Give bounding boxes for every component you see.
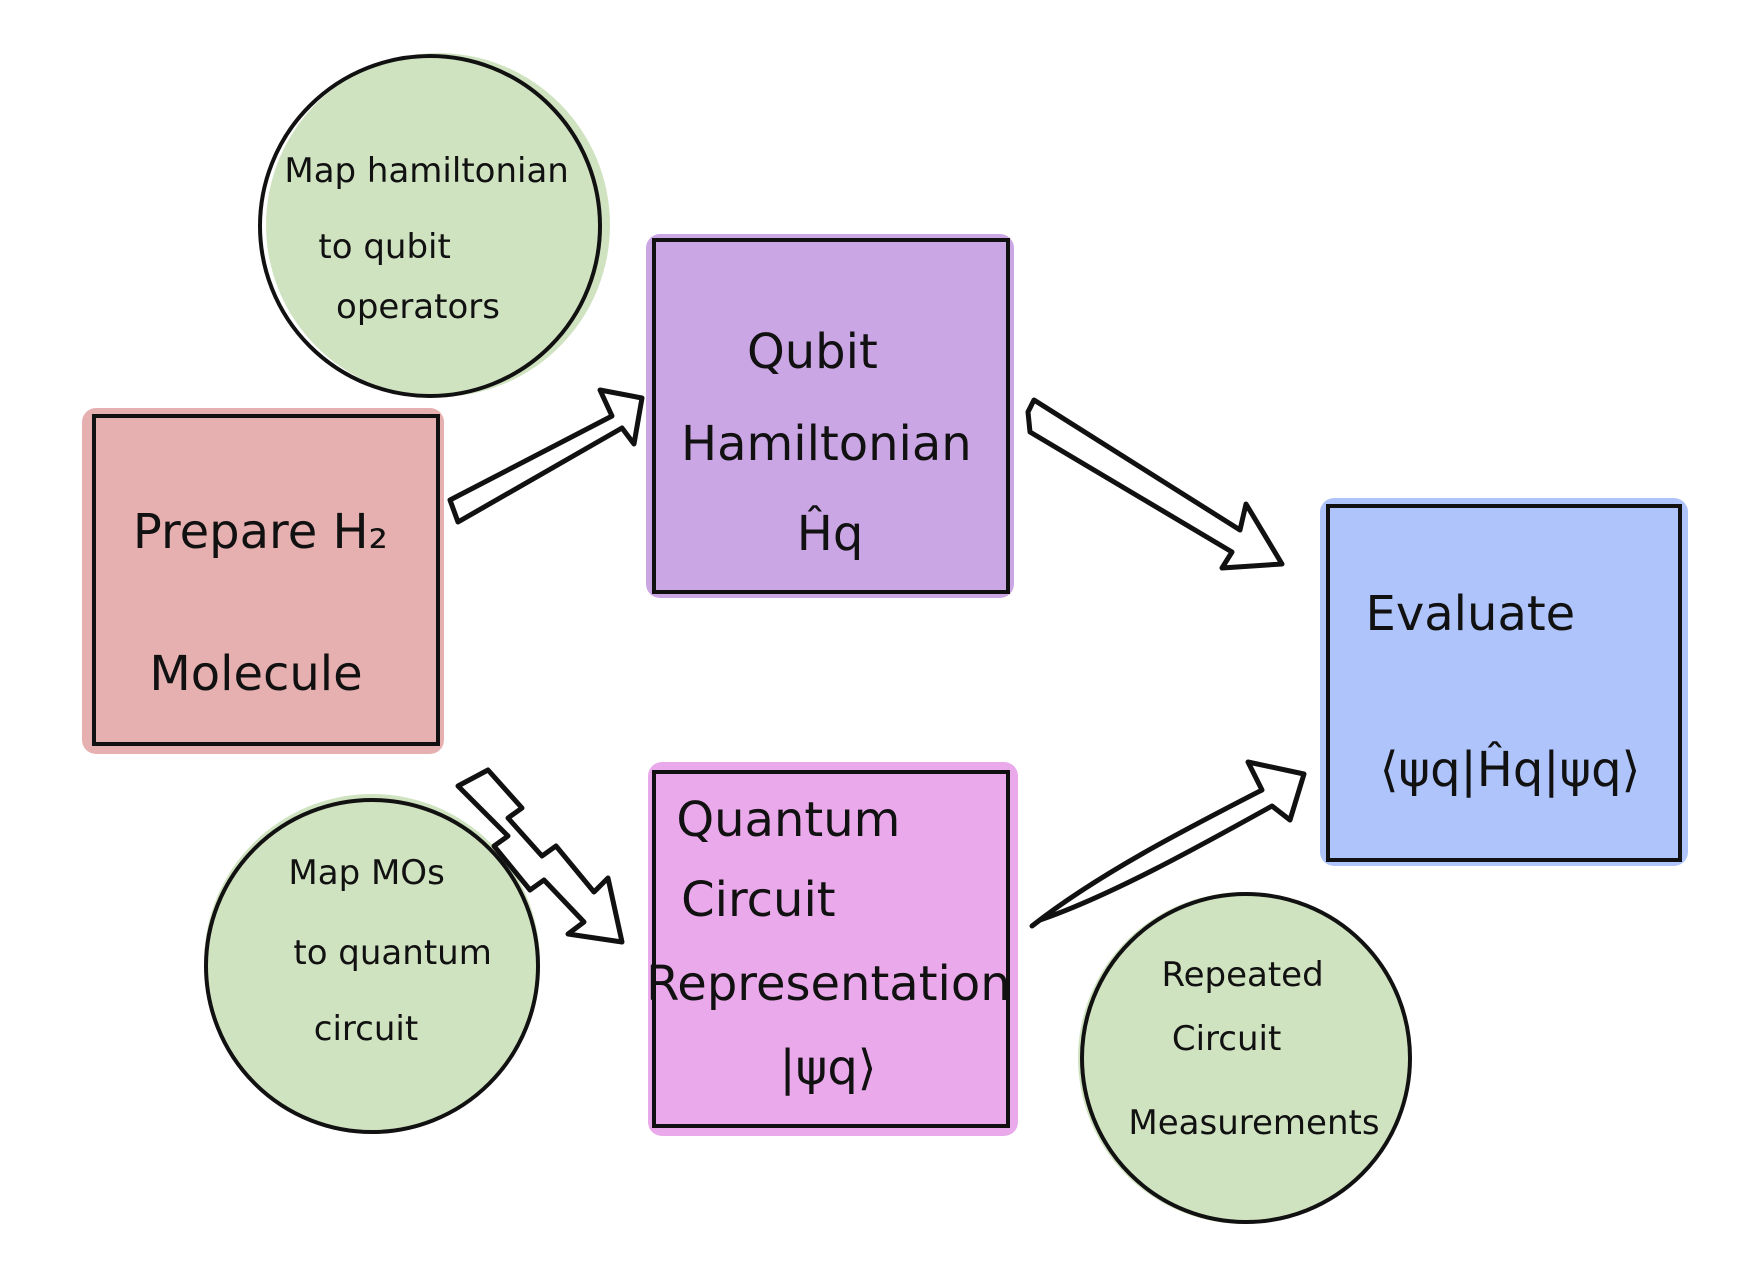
note-map-hamiltonian-line-3: operators — [336, 287, 500, 327]
node-prepare-line-2: Molecule — [149, 646, 362, 702]
node-circuit-line-1: Quantum — [676, 792, 900, 848]
node-evaluate: Evaluate ⟨ψq|Ĥq|ψq⟩ — [1320, 498, 1688, 866]
note-repeated-line-3: Measurements — [1128, 1103, 1379, 1143]
note-map-mos-line-3: circuit — [314, 1009, 418, 1049]
note-map-hamiltonian-line-2: to qubit — [318, 227, 450, 267]
note-map-mos: Map MOs to quantum circuit — [204, 794, 540, 1134]
node-circuit-line-4: |ψq⟩ — [779, 1040, 876, 1096]
node-prepare: Prepare H₂ Molecule — [82, 408, 444, 754]
svg-text:Prepare H₂ Molecule: Prepare H₂ Molecule — [133, 504, 403, 702]
note-repeated-outline — [1080, 892, 1412, 1224]
node-prepare-outline — [92, 414, 440, 746]
node-evaluate-line-1: Evaluate — [1366, 586, 1576, 642]
note-repeated-line-2: Circuit — [1172, 1019, 1281, 1059]
node-hamiltonian: Qubit Hamiltonian Ĥq — [646, 234, 1014, 598]
node-hamiltonian-blob — [646, 234, 1014, 598]
note-repeated: Repeated Circuit Measurements — [1078, 892, 1412, 1224]
node-hamiltonian-line-1: Qubit — [747, 324, 878, 380]
svg-text:Evaluate ⟨ψq|Ĥq|ψq⟩: Evaluate ⟨ψq|Ĥq|ψq⟩ — [1366, 586, 1641, 798]
node-hamiltonian-line-3: Ĥq — [797, 505, 864, 562]
node-prepare-line-1: Prepare H₂ — [133, 504, 388, 560]
arrow-circuit-to-evaluate — [1029, 759, 1307, 929]
svg-text:Qubit Hamiltonian: Qubit Hamiltonian Ĥq — [681, 324, 987, 562]
node-prepare-blob — [82, 408, 444, 754]
svg-text:Map MOs to quantum: Map MOs to quantum circuit — [288, 853, 502, 1049]
note-map-mos-line-2: to quantum — [293, 933, 491, 973]
node-circuit-outline — [652, 770, 1010, 1128]
note-map-mos-line-1: Map MOs — [288, 853, 444, 893]
arrow-prepare-to-circuit-shape — [455, 767, 625, 945]
arrow-prepare-to-hamiltonian-shape — [447, 387, 645, 525]
node-circuit-blob — [648, 762, 1018, 1136]
note-map-hamiltonian-blob — [266, 53, 610, 397]
arrow-prepare-to-circuit — [455, 767, 625, 945]
note-map-mos-outline — [204, 798, 540, 1134]
node-hamiltonian-line-2: Hamiltonian — [681, 416, 972, 472]
note-map-hamiltonian: Map hamiltonian to qubit operators — [258, 53, 610, 398]
node-circuit-line-2: Circuit — [681, 872, 836, 928]
node-hamiltonian-outline — [652, 238, 1010, 594]
note-repeated-line-1: Repeated — [1162, 955, 1324, 995]
arrow-hamiltonian-to-evaluate — [1025, 397, 1285, 571]
note-repeated-blob — [1078, 892, 1410, 1224]
node-evaluate-outline — [1326, 504, 1682, 862]
arrow-prepare-to-hamiltonian — [447, 387, 645, 525]
svg-text:Map hamiltonian to qubit: Map hamiltonian to qubit operators — [284, 151, 579, 327]
note-map-hamiltonian-line-1: Map hamiltonian — [284, 151, 568, 191]
node-circuit: Quantum Circuit Representation |ψq⟩ — [646, 762, 1026, 1136]
node-evaluate-blob — [1320, 498, 1688, 866]
note-map-hamiltonian-outline — [258, 54, 602, 398]
svg-text:Quantum Circuit Re: Quantum Circuit Representation |ψq⟩ — [646, 792, 1026, 1096]
svg-text:Repeated Circuit M: Repeated Circuit Measurements — [1128, 955, 1379, 1143]
note-map-mos-blob — [204, 794, 540, 1130]
node-circuit-line-3: Representation — [646, 956, 1011, 1012]
arrow-circuit-to-evaluate-shape — [1029, 759, 1307, 929]
node-evaluate-line-2: ⟨ψq|Ĥq|ψq⟩ — [1380, 741, 1641, 798]
arrow-hamiltonian-to-evaluate-shape — [1025, 397, 1285, 571]
